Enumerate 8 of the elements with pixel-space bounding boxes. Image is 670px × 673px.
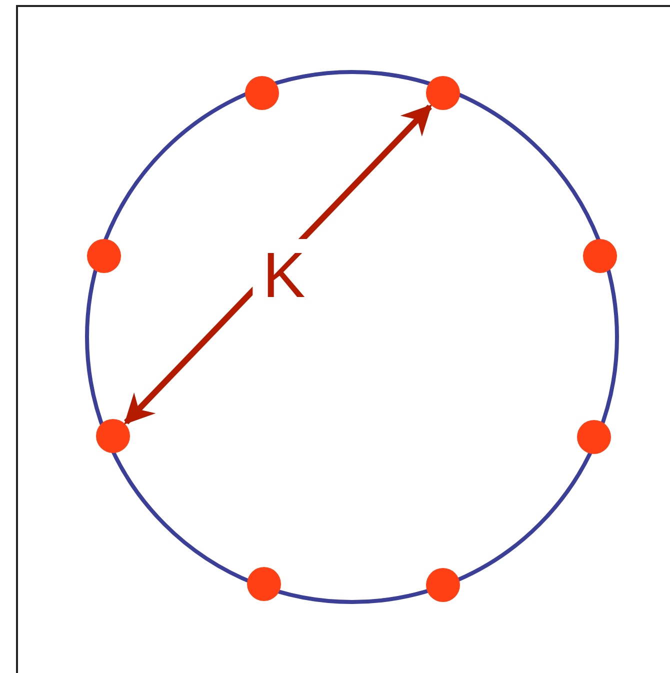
- dot: [577, 420, 611, 454]
- dot: [583, 239, 617, 273]
- dot: [426, 568, 460, 602]
- dot: [245, 76, 279, 110]
- dot: [247, 567, 281, 601]
- dot: [96, 419, 130, 453]
- dot: [426, 76, 460, 110]
- dot: [87, 239, 121, 273]
